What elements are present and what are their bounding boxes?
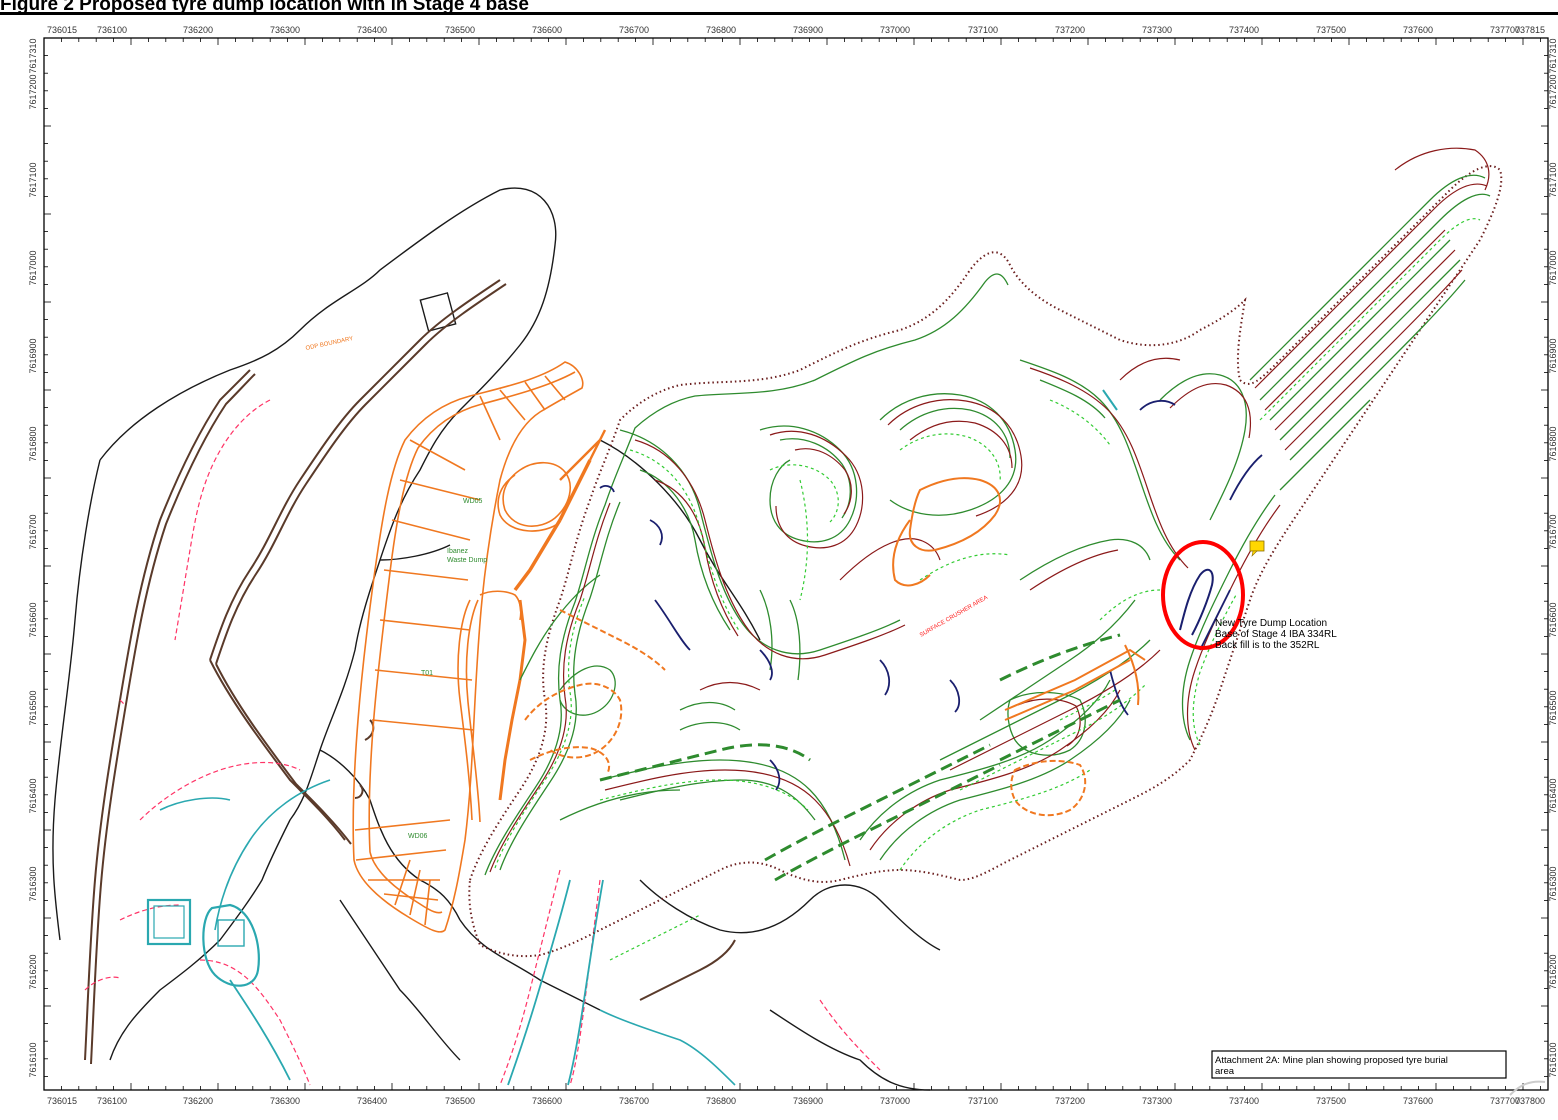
northing-label-right: 7616400 <box>1548 778 1558 813</box>
easting-label-bottom: 736015 <box>47 1096 77 1106</box>
surface-crusher-label: SURFACE CRUSHER AREA <box>919 595 989 639</box>
ibanez-label-line2: Waste Dump <box>447 557 487 564</box>
easting-labels-top: 736015 736100 736200 736300 736400 736500 7366… <box>47 25 1545 35</box>
northing-label-left: 7616400 <box>28 778 38 813</box>
northing-label-left: 7616700 <box>28 514 38 549</box>
northing-label-right: 7616700 <box>1548 514 1558 549</box>
easting-label-bottom: 737400 <box>1229 1096 1259 1106</box>
easting-label-top: 737100 <box>968 25 998 35</box>
northing-label-right: 7617200 <box>1548 74 1558 109</box>
easting-label-top: 736015 <box>47 25 77 35</box>
stage4-pit-base <box>1179 568 1214 636</box>
northing-label-left: 7617200 <box>28 74 38 109</box>
easting-label-top: 736800 <box>706 25 736 35</box>
attachment-caption-line1: Attachment 2A: Mine plan showing propose… <box>1215 1055 1448 1066</box>
haul-roads <box>84 279 736 1065</box>
attachment-caption-line2: area <box>1215 1066 1235 1077</box>
northing-label-right: 7617310 <box>1548 38 1558 73</box>
mine-plan-map[interactable]: 736015 736100 736200 736300 736400 736500 7366… <box>0 15 1558 1115</box>
survey-dashed-lines <box>84 399 881 1086</box>
water-channels <box>146 389 1118 1086</box>
easting-label-bottom: 737500 <box>1316 1096 1346 1106</box>
open-pit-design[interactable] <box>468 147 1503 961</box>
easting-label-bottom: 736100 <box>97 1096 127 1106</box>
easting-label-top: 736100 <box>97 25 127 35</box>
attachment-caption-box: Attachment 2A: Mine plan showing propose… <box>1211 1050 1507 1079</box>
northing-label-left: 7616100 <box>28 1042 38 1077</box>
easting-label-bottom: 737200 <box>1055 1096 1085 1106</box>
easting-label-top: 737200 <box>1055 25 1085 35</box>
figure-title: Figure 2 Proposed tyre dump location wit… <box>0 0 529 14</box>
northing-label-right: 7616100 <box>1548 1042 1558 1077</box>
wd06-label: WD06 <box>408 833 428 840</box>
northing-label-right: 7616500 <box>1548 690 1558 725</box>
tyre-dump-note-line3: Back fill is to the 352RL <box>1215 640 1320 651</box>
easting-label-top: 737600 <box>1403 25 1433 35</box>
northing-labels-right: 7616100 7616200 7616300 7616400 7616500 76166… <box>1548 38 1558 1077</box>
ibanez-label-line1: Ibanez <box>447 548 469 555</box>
t01-label: T01 <box>421 670 433 677</box>
pit-outer-boundary <box>468 165 1503 958</box>
easting-label-top: 736400 <box>357 25 387 35</box>
easting-label-bottom: 736200 <box>183 1096 213 1106</box>
northing-label-right: 7616200 <box>1548 954 1558 989</box>
easting-label-top: 736500 <box>445 25 475 35</box>
easting-label-bottom: 736800 <box>706 1096 736 1106</box>
northing-labels-left: 7616100 7616200 7616300 7616400 7616500 76166… <box>28 38 38 1077</box>
easting-label-bottom: 736600 <box>532 1096 562 1106</box>
easting-label-top: 736300 <box>270 25 300 35</box>
easting-label-bottom: 737100 <box>968 1096 998 1106</box>
northing-label-right: 7617100 <box>1548 162 1558 197</box>
northing-label-left: 7617100 <box>28 162 38 197</box>
northing-label-left: 7616600 <box>28 602 38 637</box>
easting-label-top: 737700 <box>1490 25 1520 35</box>
easting-label-top: 736900 <box>793 25 823 35</box>
easting-label-top: 737815 <box>1515 25 1545 35</box>
northing-label-right: 7616800 <box>1548 426 1558 461</box>
tyre-dump-note-line1: New Tyre Dump Location <box>1215 618 1327 629</box>
easting-label-top: 736600 <box>532 25 562 35</box>
easting-label-bottom: 736700 <box>619 1096 649 1106</box>
easting-label-bottom: 736400 <box>357 1096 387 1106</box>
easting-labels-bottom: 736015 736100 736200 736300 736400 736500 7366… <box>47 1096 1545 1106</box>
easting-label-bottom: 736300 <box>270 1096 300 1106</box>
northing-label-left: 7616500 <box>28 690 38 725</box>
easting-label-top: 736700 <box>619 25 649 35</box>
northing-label-left: 7617310 <box>28 38 38 73</box>
ground-boundary-outline <box>52 187 941 1091</box>
easting-label-bottom: 737700 <box>1490 1096 1520 1106</box>
note-icon[interactable] <box>1249 540 1265 557</box>
easting-label-top: 737400 <box>1229 25 1259 35</box>
odp-boundary-label: ODP BOUNDARY <box>305 336 354 352</box>
northing-label-left: 7617000 <box>28 250 38 285</box>
northing-label-right: 7616900 <box>1548 338 1558 373</box>
easting-label-bottom: 737000 <box>880 1096 910 1106</box>
wd05-label: WD05 <box>463 498 483 505</box>
easting-label-bottom: 737300 <box>1142 1096 1172 1106</box>
map-neatline <box>43 37 1549 1091</box>
northing-label-left: 7616300 <box>28 866 38 901</box>
easting-label-bottom: 736900 <box>793 1096 823 1106</box>
tyre-dump-highlight-ring[interactable] <box>1161 540 1245 650</box>
easting-label-bottom: 737800 <box>1515 1096 1545 1106</box>
northing-label-right: 7617000 <box>1548 250 1558 285</box>
grid-ticks <box>43 37 1548 1090</box>
corner-watermark-icon <box>1509 1080 1546 1096</box>
easting-label-top: 737500 <box>1316 25 1346 35</box>
northing-label-left: 7616200 <box>28 954 38 989</box>
tyre-dump-note-line2: Base of Stage 4 IBA 334RL <box>1215 629 1337 640</box>
title-rule <box>0 12 1558 15</box>
northing-label-right: 7616600 <box>1548 602 1558 637</box>
easting-label-bottom: 737600 <box>1403 1096 1433 1106</box>
map-frame[interactable]: 736015 736100 736200 736300 736400 736500 7366… <box>0 15 1558 1115</box>
easting-label-top: 737000 <box>880 25 910 35</box>
easting-label-bottom: 736500 <box>445 1096 475 1106</box>
northing-label-left: 7616900 <box>28 338 38 373</box>
ibanez-waste-dump[interactable] <box>352 361 607 933</box>
northing-label-left: 7616800 <box>28 426 38 461</box>
easting-label-top: 737300 <box>1142 25 1172 35</box>
northing-label-right: 7616300 <box>1548 866 1558 901</box>
easting-label-top: 736200 <box>183 25 213 35</box>
